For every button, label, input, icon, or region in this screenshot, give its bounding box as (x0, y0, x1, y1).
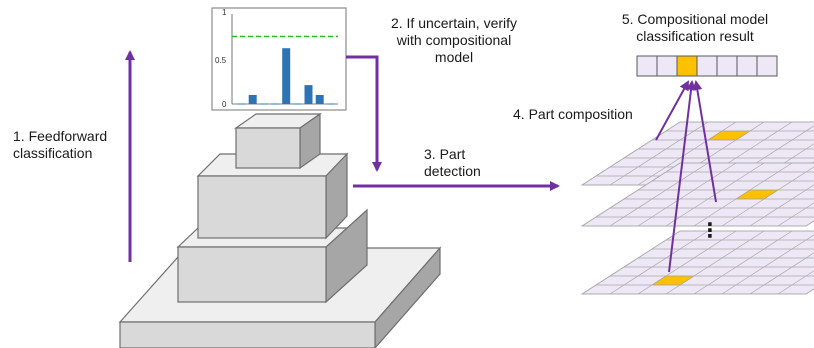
y-tick-0: 0 (222, 100, 227, 109)
classification-chart (211, 7, 347, 111)
y-tick-0-5: 0.5 (215, 56, 227, 65)
cnn-pyramid (118, 112, 442, 348)
part-composition-arrow-3 (668, 80, 697, 273)
verify-arrow (346, 55, 382, 172)
result-cell-6 (736, 55, 758, 77)
step1-line1: 1. Feedforward (13, 128, 108, 144)
bar-3 (259, 103, 268, 105)
step4-label: 4. Part composition (513, 106, 633, 122)
step1-line2: classification (13, 145, 93, 161)
y-tick-1: 1 (222, 8, 227, 17)
grid-ellipsis: ⋮ (700, 220, 720, 242)
bar-8 (315, 95, 324, 104)
pyramid-layer-3 (196, 152, 349, 240)
bar-6 (293, 103, 302, 105)
step3-label: 3. Part detection (424, 146, 481, 180)
bar-1 (237, 103, 246, 105)
step5-label: 5. Compositional model classification re… (608, 11, 782, 45)
step2-line3: model (434, 49, 474, 65)
feature-map-3 (580, 230, 814, 295)
bar-7 (304, 85, 313, 104)
result-cell-7 (756, 55, 778, 77)
feature-map-2 (580, 162, 814, 227)
result-cell-5 (716, 55, 738, 77)
result-vector (636, 55, 778, 77)
bar-5 (282, 48, 291, 104)
result-cell-1 (636, 55, 658, 77)
step1-label: 1. Feedforward classification (13, 128, 107, 162)
result-cell-2 (656, 55, 678, 77)
step3-line2: detection (424, 163, 481, 179)
result-cell-3 (676, 55, 698, 77)
bar-4 (271, 103, 280, 105)
bar-2 (248, 95, 257, 104)
part-composition-arrow-2 (692, 80, 717, 203)
feature-map-grids (580, 121, 814, 295)
result-cell-4 (696, 55, 718, 77)
chart-bars (237, 48, 335, 105)
step5-line2: classification result (636, 28, 754, 44)
step2-label: 2. If uncertain, verify with composition… (366, 15, 542, 66)
step5-line1: 5. Compositional model (621, 11, 769, 27)
step2-line2: with compositional (396, 32, 512, 48)
step2-line1: 2. If uncertain, verify (390, 15, 518, 31)
part-composition-arrow-1 (655, 80, 689, 141)
arrows (125, 50, 717, 273)
pyramid-layer-4 (234, 112, 322, 170)
bar-9 (326, 103, 335, 105)
step3-line1: 3. Part (424, 146, 466, 162)
chart-frame (211, 7, 347, 111)
